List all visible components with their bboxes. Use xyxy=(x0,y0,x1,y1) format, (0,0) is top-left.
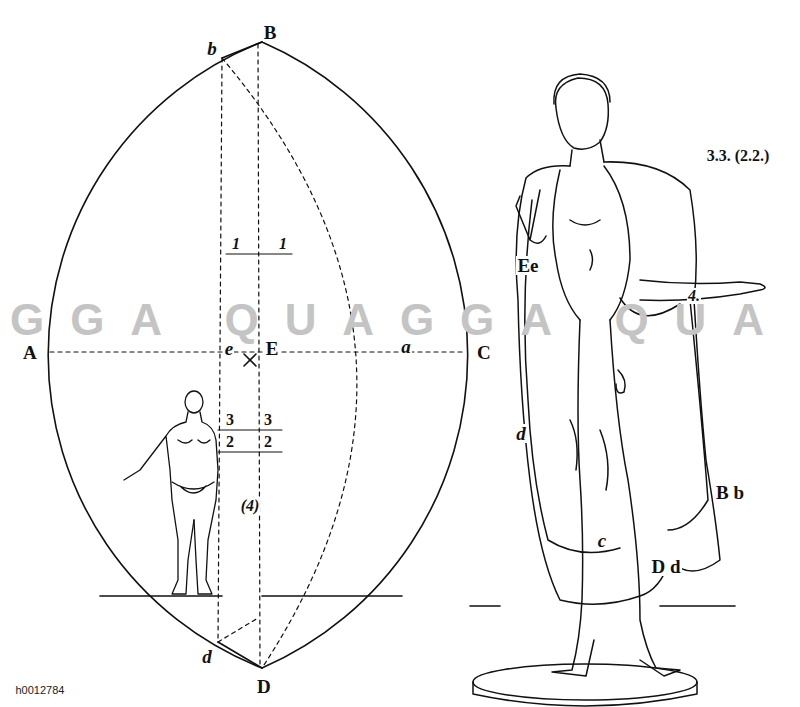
fold-line xyxy=(258,44,260,666)
measure-number: 2 xyxy=(225,434,235,450)
measure-line xyxy=(218,429,282,430)
point-label: d xyxy=(201,647,213,666)
point-label: Ee xyxy=(516,256,539,275)
fold-line xyxy=(218,618,258,642)
centre-mark xyxy=(244,354,256,366)
outline-arc xyxy=(262,42,468,668)
point-label: d xyxy=(515,424,527,443)
point-label: A xyxy=(22,343,38,362)
point-label: B xyxy=(263,23,278,42)
point-label: B b xyxy=(715,483,745,502)
edge-line xyxy=(218,642,262,668)
statue xyxy=(473,74,765,706)
small-figure xyxy=(124,391,218,594)
image-id: h0012784 xyxy=(16,685,65,696)
point-label: D d xyxy=(651,557,682,576)
point-label: c xyxy=(597,531,607,550)
centre-mark xyxy=(244,354,256,366)
callout-number: (4) xyxy=(240,498,261,514)
callout-number: 3.3. (2.2.) xyxy=(706,148,771,164)
outline-arc xyxy=(48,42,262,668)
ground-line xyxy=(100,595,222,597)
measure-line xyxy=(218,451,282,452)
measure-number: 1 xyxy=(278,236,288,252)
measure-number: 1 xyxy=(231,236,241,252)
fold-line xyxy=(218,58,222,642)
edge-line xyxy=(222,42,262,58)
watermark: GGA QUAGGA QUA xyxy=(10,298,790,342)
measure-number: 3 xyxy=(225,412,235,428)
measure-number: 3 xyxy=(263,412,273,428)
point-label: D xyxy=(256,677,272,696)
ground-line xyxy=(470,605,500,607)
measure-number: 2 xyxy=(263,434,273,450)
ground-line xyxy=(262,595,402,597)
ground-line xyxy=(660,605,735,607)
point-label: b xyxy=(206,39,218,58)
point-label: C xyxy=(476,343,492,362)
measure-line xyxy=(226,253,292,254)
fold-curve xyxy=(222,58,357,668)
